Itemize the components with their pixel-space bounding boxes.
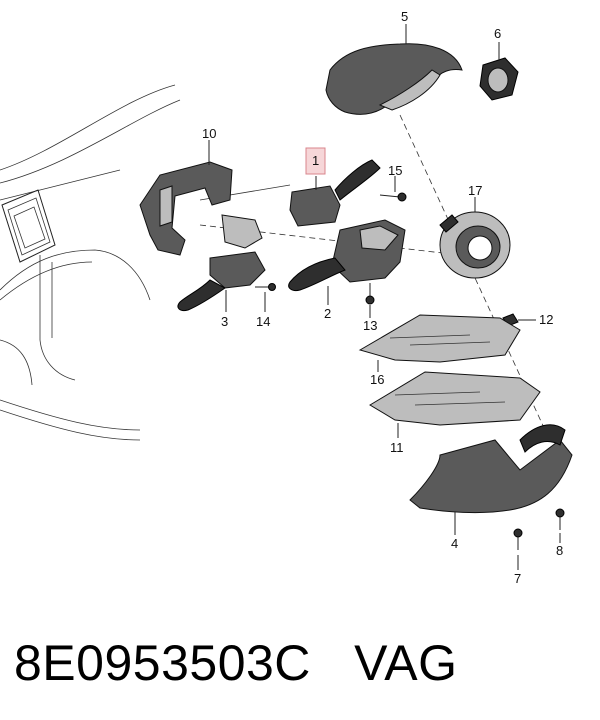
callout-7: 7 — [514, 571, 521, 586]
part-5-upper-trim — [325, 43, 463, 115]
callout-6: 6 — [494, 26, 501, 41]
callout-13: 13 — [363, 318, 377, 333]
part-16-panel — [358, 314, 521, 363]
part-4-lower-trim — [409, 424, 573, 514]
callout-16: 16 — [370, 372, 384, 387]
callout-4: 4 — [451, 536, 458, 551]
callout-14: 14 — [256, 314, 270, 329]
part-10-clock-spring — [439, 211, 511, 279]
part-1-wiper-switch — [289, 159, 381, 227]
callout-12: 12 — [539, 312, 553, 327]
brand: VAG — [354, 635, 458, 691]
callout-10: 17 — [468, 183, 482, 198]
part-13-screw — [365, 283, 375, 305]
part-11-bracket — [139, 161, 233, 256]
part-15-screw — [379, 192, 407, 202]
callout-11: 10 — [202, 126, 216, 141]
callout-8: 8 — [556, 543, 563, 558]
callout-5: 5 — [401, 9, 408, 24]
callout-17: 11 — [390, 440, 404, 455]
part-2-stalk — [288, 219, 406, 291]
part-8-screw — [555, 508, 565, 530]
callout-1-highlight — [305, 147, 326, 175]
callout-1: 1 — [312, 153, 319, 168]
part-14-screw — [255, 283, 276, 291]
part-number: 8E0953503C — [14, 635, 311, 691]
callout-2: 2 — [324, 306, 331, 321]
part-3-stalk — [177, 214, 266, 311]
part-7-screw — [513, 528, 523, 550]
caption: 8E0953503C VAG — [14, 628, 594, 708]
leader-lines — [208, 24, 561, 570]
callout-3: 3 — [221, 314, 228, 329]
part-17-panel — [369, 371, 541, 426]
parts-diagram: 5 6 10 1 15 17 3 14 2 13 12 16 11 4 8 7 — [0, 9, 573, 586]
part-6-ring — [479, 57, 519, 101]
callout-15: 15 — [388, 163, 402, 178]
